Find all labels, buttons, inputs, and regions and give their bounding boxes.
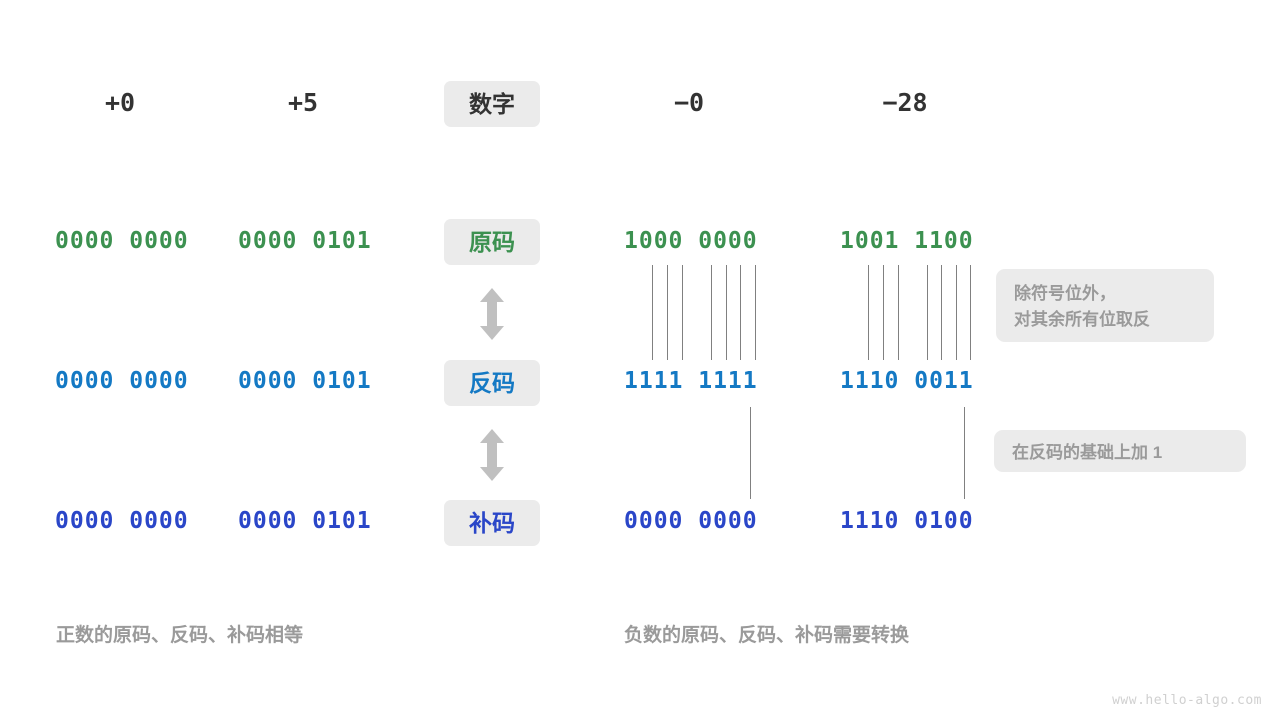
- bit-connector-line: [755, 265, 756, 360]
- cell-sign-magnitude-minus0: 1000 0000: [624, 228, 758, 254]
- cell-ones-complement-minus28: 1110 0011: [840, 368, 974, 394]
- caption-positive: 正数的原码、反码、补码相等: [56, 625, 304, 646]
- bit-connector-line: [652, 265, 653, 360]
- column-header-minus28: −28: [882, 88, 928, 117]
- note-add-one: 在反码的基础上加 1: [994, 430, 1246, 472]
- bit-connector-line: [883, 265, 884, 360]
- column-header-minus0: −0: [673, 88, 705, 117]
- bit-connector-line: [711, 265, 712, 360]
- bit-connector-line: [927, 265, 928, 360]
- cell-ones-complement-plus0: 0000 0000: [55, 368, 189, 394]
- row-label-sign-magnitude: 原码: [444, 219, 540, 265]
- note-invert-bits: 除符号位外， 对其余所有位取反: [996, 269, 1214, 342]
- cell-sign-magnitude-plus5: 0000 0101: [238, 228, 372, 254]
- row-label-ones-complement: 反码: [444, 360, 540, 406]
- bidirectional-arrow-icon: [479, 429, 505, 481]
- bit-connector-line: [970, 265, 971, 360]
- row-label-twos-complement: 补码: [444, 500, 540, 546]
- watermark: www.hello-algo.com: [1112, 693, 1262, 708]
- cell-twos-complement-minus28: 1110 0100: [840, 508, 974, 534]
- caption-negative: 负数的原码、反码、补码需要转换: [624, 625, 910, 646]
- cell-twos-complement-plus0: 0000 0000: [55, 508, 189, 534]
- bit-connector-line: [740, 265, 741, 360]
- bit-connector-line: [868, 265, 869, 360]
- bit-connector-line: [682, 265, 683, 360]
- cell-sign-magnitude-minus28: 1001 1100: [840, 228, 974, 254]
- bit-connector-line: [726, 265, 727, 360]
- carry-connector-line: [750, 407, 751, 499]
- row-label-header: 数字: [444, 81, 540, 127]
- cell-twos-complement-minus0: 0000 0000: [624, 508, 758, 534]
- cell-sign-magnitude-plus0: 0000 0000: [55, 228, 189, 254]
- bit-connector-line: [667, 265, 668, 360]
- column-header-plus0: +0: [104, 88, 136, 117]
- column-header-plus5: +5: [287, 88, 319, 117]
- bit-connector-line: [941, 265, 942, 360]
- bit-connector-line: [956, 265, 957, 360]
- bit-connector-line: [898, 265, 899, 360]
- bidirectional-arrow-icon: [479, 288, 505, 340]
- cell-twos-complement-plus5: 0000 0101: [238, 508, 372, 534]
- cell-ones-complement-plus5: 0000 0101: [238, 368, 372, 394]
- carry-connector-line: [964, 407, 965, 499]
- cell-ones-complement-minus0: 1111 1111: [624, 368, 758, 394]
